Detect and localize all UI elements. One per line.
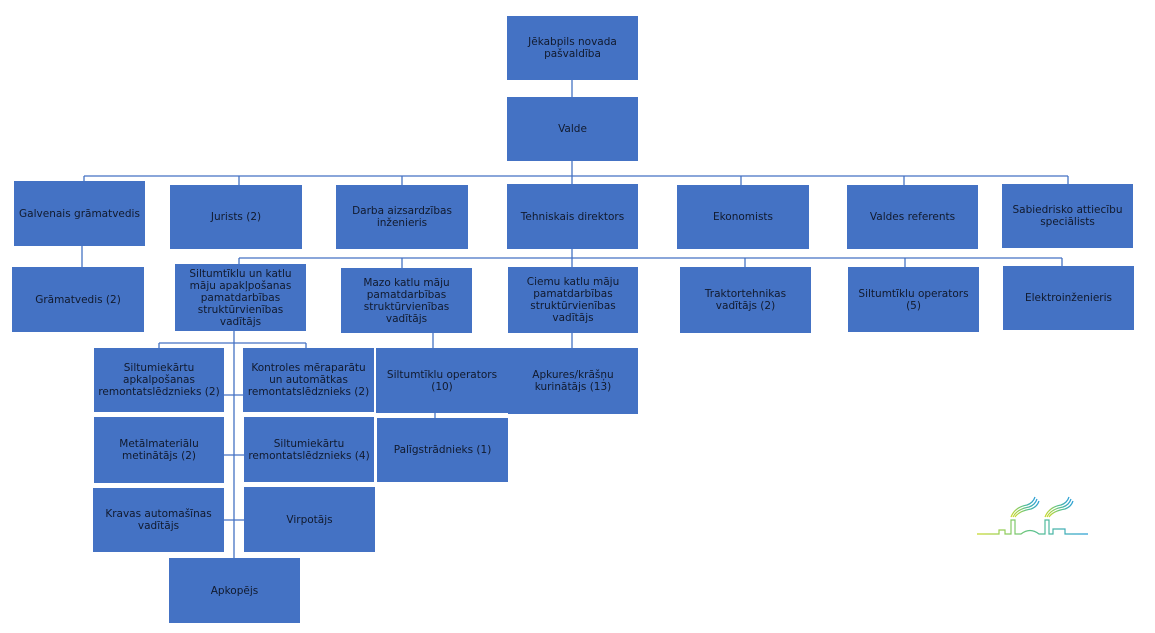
org-node-tehniskais-direktors[interactable]: Tehniskais direktors [507, 184, 638, 249]
org-node-siltumtiklu-operators-10[interactable]: Siltumtīklu operators (10) [376, 348, 508, 413]
org-node-traktortehnikas[interactable]: Traktortehnikas vadītājs (2) [680, 267, 811, 333]
org-node-paligstradnieks[interactable]: Palīgstrādnieks (1) [377, 418, 508, 482]
org-node-gramatvedis[interactable]: Grāmatvedis (2) [12, 267, 144, 332]
org-node-ekonomists[interactable]: Ekonomists [677, 185, 809, 249]
org-node-galvenais-gramatvedis[interactable]: Galvenais grāmatvedis [14, 181, 145, 246]
org-node-darba-aizsardzibas[interactable]: Darba aizsardzības inženieris [336, 185, 468, 249]
org-node-mazo-katlu-vaditajs[interactable]: Mazo katlu māju pamatdarbības struktūrvi… [341, 268, 472, 333]
org-node-root[interactable]: Jēkabpils novada pašvaldība [507, 16, 638, 80]
smoke-wave-icon [1044, 496, 1070, 518]
org-node-valdes-referents[interactable]: Valdes referents [847, 185, 978, 249]
org-node-virpotajs[interactable]: Virpotājs [244, 487, 375, 552]
org-node-valde[interactable]: Valde [507, 97, 638, 161]
org-node-jurists[interactable]: Jurists (2) [170, 185, 302, 249]
org-node-ciemu-katlu-vaditajs[interactable]: Ciemu katlu māju pamatdarbības struktūrv… [508, 267, 638, 333]
org-node-apkopejs[interactable]: Apkopējs [169, 558, 300, 623]
org-node-siltumiekartu-remontatsledznieks[interactable]: Siltumiekārtu remontatslēdznieks (4) [244, 417, 374, 482]
org-node-siltumtiklu-katlu-vaditajs[interactable]: Siltumtīklu un katlu māju apakļpošanas p… [175, 264, 306, 331]
org-node-siltumiekartu-apkalposanas[interactable]: Siltumiekārtu apkalpošanas remontatslēdz… [94, 348, 224, 412]
org-node-metalmaterialu-metinatajs[interactable]: Metālmateriālu metinātājs (2) [94, 417, 224, 483]
heating-company-logo [977, 496, 1088, 535]
org-node-siltumtiklu-operators-5[interactable]: Siltumtīklu operators (5) [848, 267, 979, 332]
org-node-kontroles-meraparatu[interactable]: Kontroles mēraparātu un automātkas remon… [243, 348, 374, 412]
smoke-wave-icon [1010, 496, 1036, 518]
org-node-apkures-krasnu-kurinatajs[interactable]: Apkures/krāšņu kurinātājs (13) [508, 348, 638, 414]
skyline-line [977, 519, 1088, 535]
org-node-sabiedrisko-attiecibu[interactable]: Sabiedrisko attiecību speciālists [1002, 184, 1133, 248]
org-node-kravas-automasinas[interactable]: Kravas automašīnas vadītājs [93, 488, 224, 552]
org-node-elektroinzenieris[interactable]: Elektroinženieris [1003, 266, 1134, 330]
